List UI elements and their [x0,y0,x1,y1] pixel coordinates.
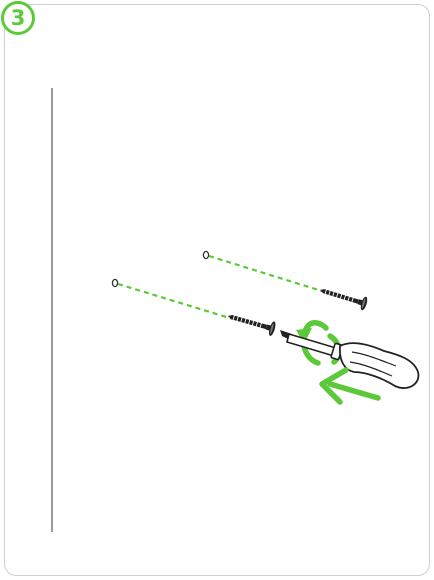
step-number-badge: 3 [1,1,35,35]
wall-edge-line [51,88,53,532]
lower-screw-guide [111,278,234,321]
lower-drill-hole-icon [111,278,119,288]
upper-screw-icon [320,289,368,311]
screwdriver-icon [280,330,420,389]
push-arrow-icon [319,367,381,405]
upper-screw-guide [202,250,326,294]
instruction-panel [4,4,430,576]
step-number: 3 [10,5,26,30]
upper-drill-hole-icon [202,250,210,260]
lower-screw-icon [228,314,276,336]
lower-guide-line [117,282,234,321]
upper-guide-line [208,254,326,294]
